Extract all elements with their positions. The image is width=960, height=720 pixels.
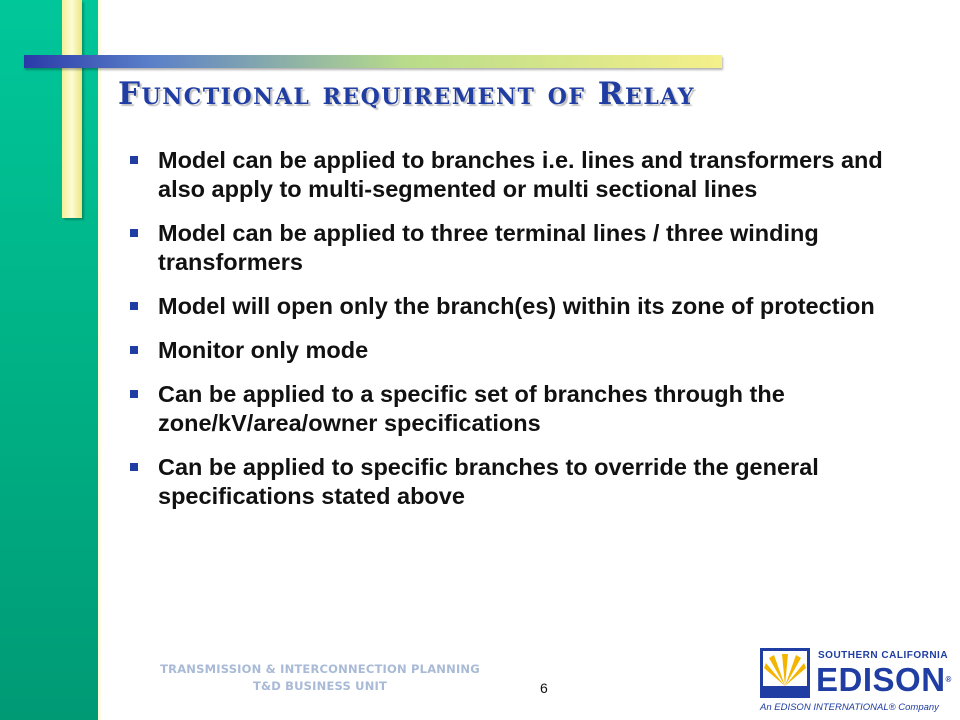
square-bullet-icon — [130, 156, 138, 164]
square-bullet-icon — [130, 463, 138, 471]
bullet-item: Monitor only mode — [124, 336, 914, 365]
bullet-item: Model can be applied to three terminal l… — [124, 219, 914, 277]
square-bullet-icon — [130, 346, 138, 354]
sun-logo-icon — [760, 648, 810, 698]
bullet-text: Can be applied to specific branches to o… — [158, 454, 819, 509]
bullet-text: Can be applied to a specific set of bran… — [158, 381, 785, 436]
left-decor-bar — [0, 0, 98, 720]
square-bullet-icon — [130, 390, 138, 398]
left-bar-edge — [98, 0, 101, 720]
vertical-accent-bar — [62, 0, 82, 218]
bullet-text: Model will open only the branch(es) with… — [158, 293, 875, 319]
logo-registered-mark: ® — [945, 675, 952, 684]
square-bullet-icon — [130, 302, 138, 310]
logo-name: EDISON — [816, 661, 946, 698]
logo-region-text: SOUTHERN CALIFORNIA — [818, 650, 949, 661]
bullet-item: Model can be applied to branches i.e. li… — [124, 146, 914, 204]
horizontal-accent-bar — [24, 55, 722, 68]
edison-logo: SOUTHERN CALIFORNIA EDISON® An EDISON IN… — [760, 648, 952, 714]
square-bullet-icon — [130, 229, 138, 237]
footer-line-1: TRANSMISSION & INTERCONNECTION PLANNING — [160, 662, 480, 676]
slide-title: Functional requirement of Relay — [118, 76, 695, 112]
footer-department: TRANSMISSION & INTERCONNECTION PLANNING … — [120, 661, 520, 695]
bullet-text: Model can be applied to branches i.e. li… — [158, 147, 883, 202]
footer-line-2: T&D BUSINESS UNIT — [252, 679, 388, 693]
bullet-item: Can be applied to a specific set of bran… — [124, 380, 914, 438]
bullet-list: Model can be applied to branches i.e. li… — [124, 146, 914, 526]
bullet-text: Monitor only mode — [158, 337, 369, 363]
logo-tagline: An EDISON INTERNATIONAL® Company — [760, 702, 939, 713]
bullet-item: Model will open only the branch(es) with… — [124, 292, 914, 321]
bullet-text: Model can be applied to three terminal l… — [158, 220, 819, 275]
page-number: 6 — [540, 680, 548, 696]
bullet-item: Can be applied to specific branches to o… — [124, 453, 914, 511]
logo-wordmark: EDISON® — [816, 662, 952, 698]
